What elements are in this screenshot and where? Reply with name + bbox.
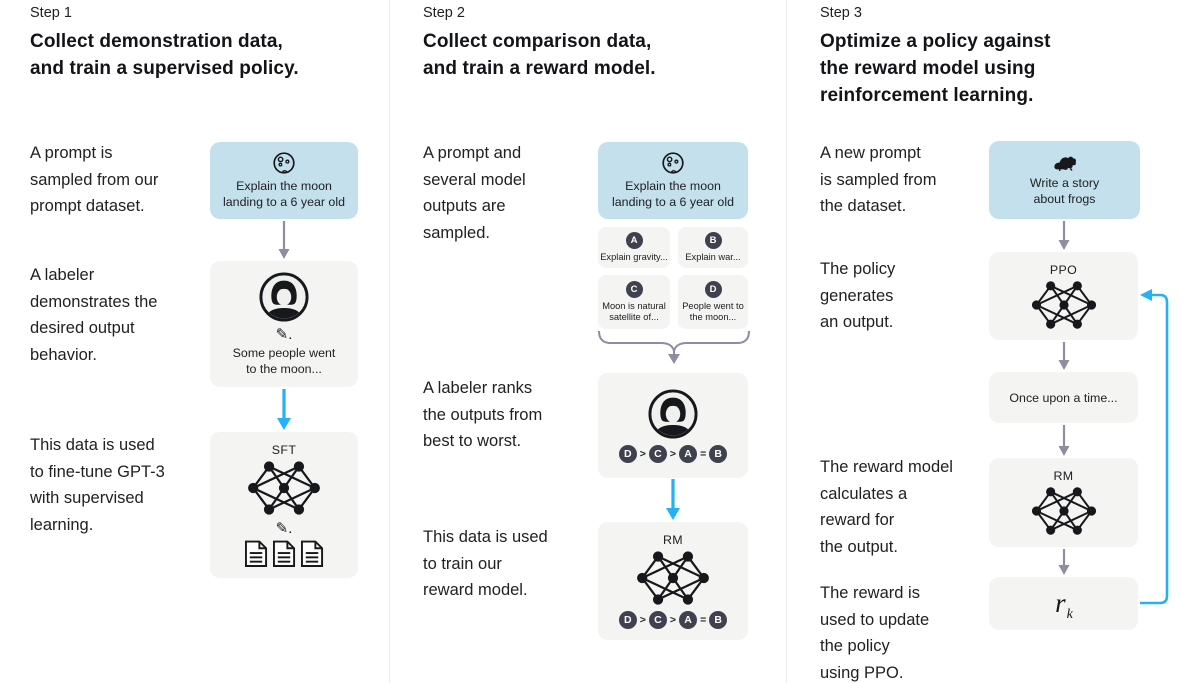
step-1-demonstration-text: Some people went to the moon... (232, 345, 336, 376)
step-2-labeler-box: D > C > A = B (598, 373, 748, 478)
step-1-labeler-box: ✎. Some people went to the moon... (210, 261, 358, 387)
step-2-reward-model-box: RM D > C > A = B (598, 522, 748, 640)
step-1-caption-prompt: A prompt is sampled from our prompt data… (30, 144, 159, 215)
arrow-down-blue-icon (666, 479, 680, 520)
step-1-label: Step 1 (30, 5, 72, 21)
ppo-label: PPO (1049, 262, 1078, 277)
option-letter-badge: B (704, 232, 722, 249)
moon-icon (662, 152, 684, 174)
neural-network-icon (248, 459, 320, 516)
reward-value: rk (1055, 588, 1073, 622)
step-2-label: Step 2 (423, 5, 465, 21)
rm-label: RM (662, 533, 684, 547)
arrow-down-icon (1058, 549, 1070, 575)
step-3-prompt-box: Write a story about frogs (989, 141, 1140, 219)
frog-icon (1053, 156, 1076, 171)
step-2-prompt-text: Explain the moon landing to a 6 year old (612, 179, 734, 209)
arrow-down-icon (1058, 425, 1070, 456)
step-1-caption-labeler: A labeler demonstrates the desired outpu… (30, 266, 158, 364)
option-letter-badge: C (625, 281, 643, 298)
step-2-prompt-box: Explain the moon landing to a 6 year old (598, 142, 748, 219)
feedback-loop-arrow-icon (1140, 289, 1169, 605)
rank-badge: D (618, 444, 637, 463)
documents-icon (244, 540, 324, 568)
rank-operator: = (700, 447, 707, 460)
step-2-caption-prompt: A prompt and several model outputs are s… (423, 144, 526, 242)
step-3-title: Optimize a policy against the reward mod… (820, 31, 1051, 106)
step-2-caption-training: This data is used to train our reward mo… (423, 528, 548, 599)
step-2-caption-ranking: A labeler ranks the outputs from best to… (423, 379, 543, 450)
column-divider-2 (786, 0, 787, 683)
step-3-caption-update: The reward is used to update the policy … (820, 584, 930, 682)
option-letter-badge: A (625, 232, 643, 249)
rank-badge: C (648, 444, 667, 463)
step-3-prompt-text: Write a story about frogs (1029, 175, 1100, 206)
rank-operator: > (639, 614, 646, 626)
pencil-icon: ✎. (275, 325, 293, 343)
rank-operator: = (700, 614, 707, 626)
reward-subscript: k (1066, 607, 1073, 622)
output-option-d: D People went to the moon... (678, 275, 748, 329)
rm-label: RM (1053, 469, 1074, 483)
step-2-title: Collect comparison data, and train a rew… (423, 31, 656, 79)
rank-badge: D (618, 611, 637, 629)
output-option-a: A Explain gravity... (598, 227, 670, 268)
rank-operator: > (639, 447, 646, 460)
option-text: Moon is natural satellite of... (602, 301, 666, 322)
labeler-avatar-icon (259, 272, 309, 322)
step-1-prompt-text: Explain the moon landing to a 6 year old (223, 179, 345, 209)
step-3-reward-value-box: rk (989, 577, 1138, 630)
rank-operator: > (669, 447, 677, 460)
rank-badge: A (679, 444, 698, 463)
step-1-sft-box: SFT ✎. (210, 432, 358, 578)
output-option-b: B Explain war... (678, 227, 748, 268)
option-text: People went to the moon... (682, 301, 744, 322)
ranking-row: D > C > A = B (618, 444, 728, 463)
step-3-reward-model-box: RM (989, 458, 1138, 547)
sft-label: SFT (271, 442, 297, 457)
rank-badge: C (648, 611, 667, 629)
reward-symbol: r (1055, 588, 1066, 618)
neural-network-icon (637, 550, 709, 606)
step-1-caption-finetune: This data is used to fine-tune GPT-3 wit… (30, 436, 165, 534)
step-3-label: Step 3 (820, 5, 862, 21)
pencil-icon: ✎. (275, 519, 293, 537)
column-divider-1 (389, 0, 390, 683)
step-3-caption-policy: The policy generates an output. (820, 260, 896, 331)
document-page-icon (272, 540, 295, 567)
step-3-caption-prompt: A new prompt is sampled from the dataset… (820, 144, 937, 215)
arrow-down-blue-icon (277, 389, 291, 430)
rank-badge: A (679, 611, 698, 629)
document-page-icon (244, 540, 267, 567)
step-3-output-box: Once upon a time... (989, 372, 1138, 423)
option-text: Explain gravity... (600, 252, 668, 262)
option-letter-badge: D (704, 281, 722, 298)
brace-merge-arrow-icon (598, 331, 750, 364)
rank-operator: > (669, 614, 677, 626)
arrow-down-icon (1058, 221, 1070, 250)
neural-network-icon (1031, 279, 1096, 330)
step-3-output-text: Once upon a time... (1009, 390, 1118, 405)
output-option-c: C Moon is natural satellite of... (598, 275, 670, 329)
step-3-caption-reward: The reward model calculates a reward for… (820, 458, 953, 556)
document-page-icon (300, 540, 323, 567)
rank-badge: B (709, 611, 728, 629)
arrow-down-icon (1058, 342, 1070, 370)
option-text: Explain war... (685, 252, 741, 262)
ranking-row: D > C > A = B (618, 611, 728, 629)
step-3-ppo-box: PPO (989, 252, 1138, 340)
rank-badge: B (709, 444, 728, 463)
neural-network-icon (1031, 486, 1096, 536)
step-1-prompt-box: Explain the moon landing to a 6 year old (210, 142, 358, 219)
arrow-down-icon (278, 221, 290, 259)
moon-icon (273, 152, 295, 174)
step-1-title: Collect demonstration data, and train a … (30, 31, 299, 79)
labeler-avatar-icon (648, 389, 698, 439)
